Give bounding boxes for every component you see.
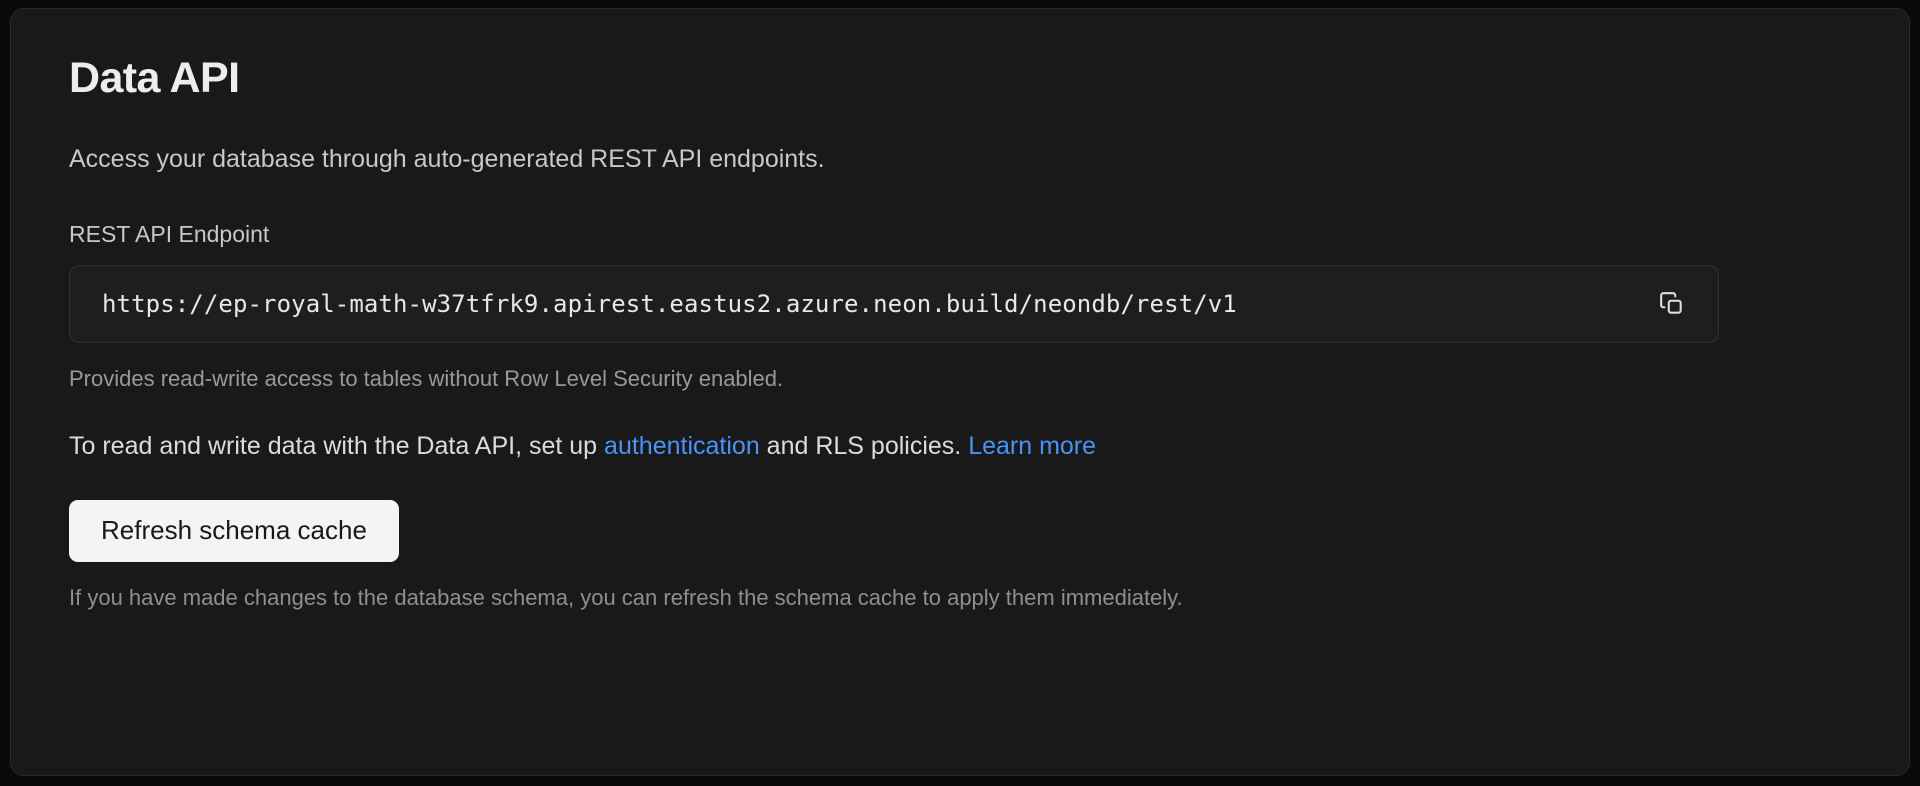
refresh-footer-text: If you have made changes to the database…: [69, 584, 1183, 610]
endpoint-url-value[interactable]: https://ep-royal-math-w37tfrk9.apirest.e…: [102, 290, 1237, 319]
authentication-link[interactable]: authentication: [604, 431, 760, 460]
copy-icon: [1659, 291, 1685, 317]
policy-prefix-text: To read and write data with the Data API…: [69, 431, 605, 460]
learn-more-link[interactable]: Learn more: [968, 431, 1097, 460]
card-description: Access your database through auto-genera…: [69, 145, 825, 174]
rest-api-endpoint-label: REST API Endpoint: [69, 220, 270, 247]
copy-endpoint-button[interactable]: [1650, 282, 1694, 326]
endpoint-helper-text: Provides read-write access to tables wit…: [69, 366, 784, 392]
policy-instructions: To read and write data with the Data API…: [69, 431, 1851, 462]
page-title: Data API: [69, 54, 240, 102]
policy-middle-text: and RLS policies.: [759, 431, 969, 460]
refresh-schema-cache-button[interactable]: Refresh schema cache: [69, 499, 399, 562]
endpoint-input-container[interactable]: https://ep-royal-math-w37tfrk9.apirest.e…: [69, 265, 1719, 344]
data-api-card: Data API Access your database through au…: [10, 8, 1910, 776]
